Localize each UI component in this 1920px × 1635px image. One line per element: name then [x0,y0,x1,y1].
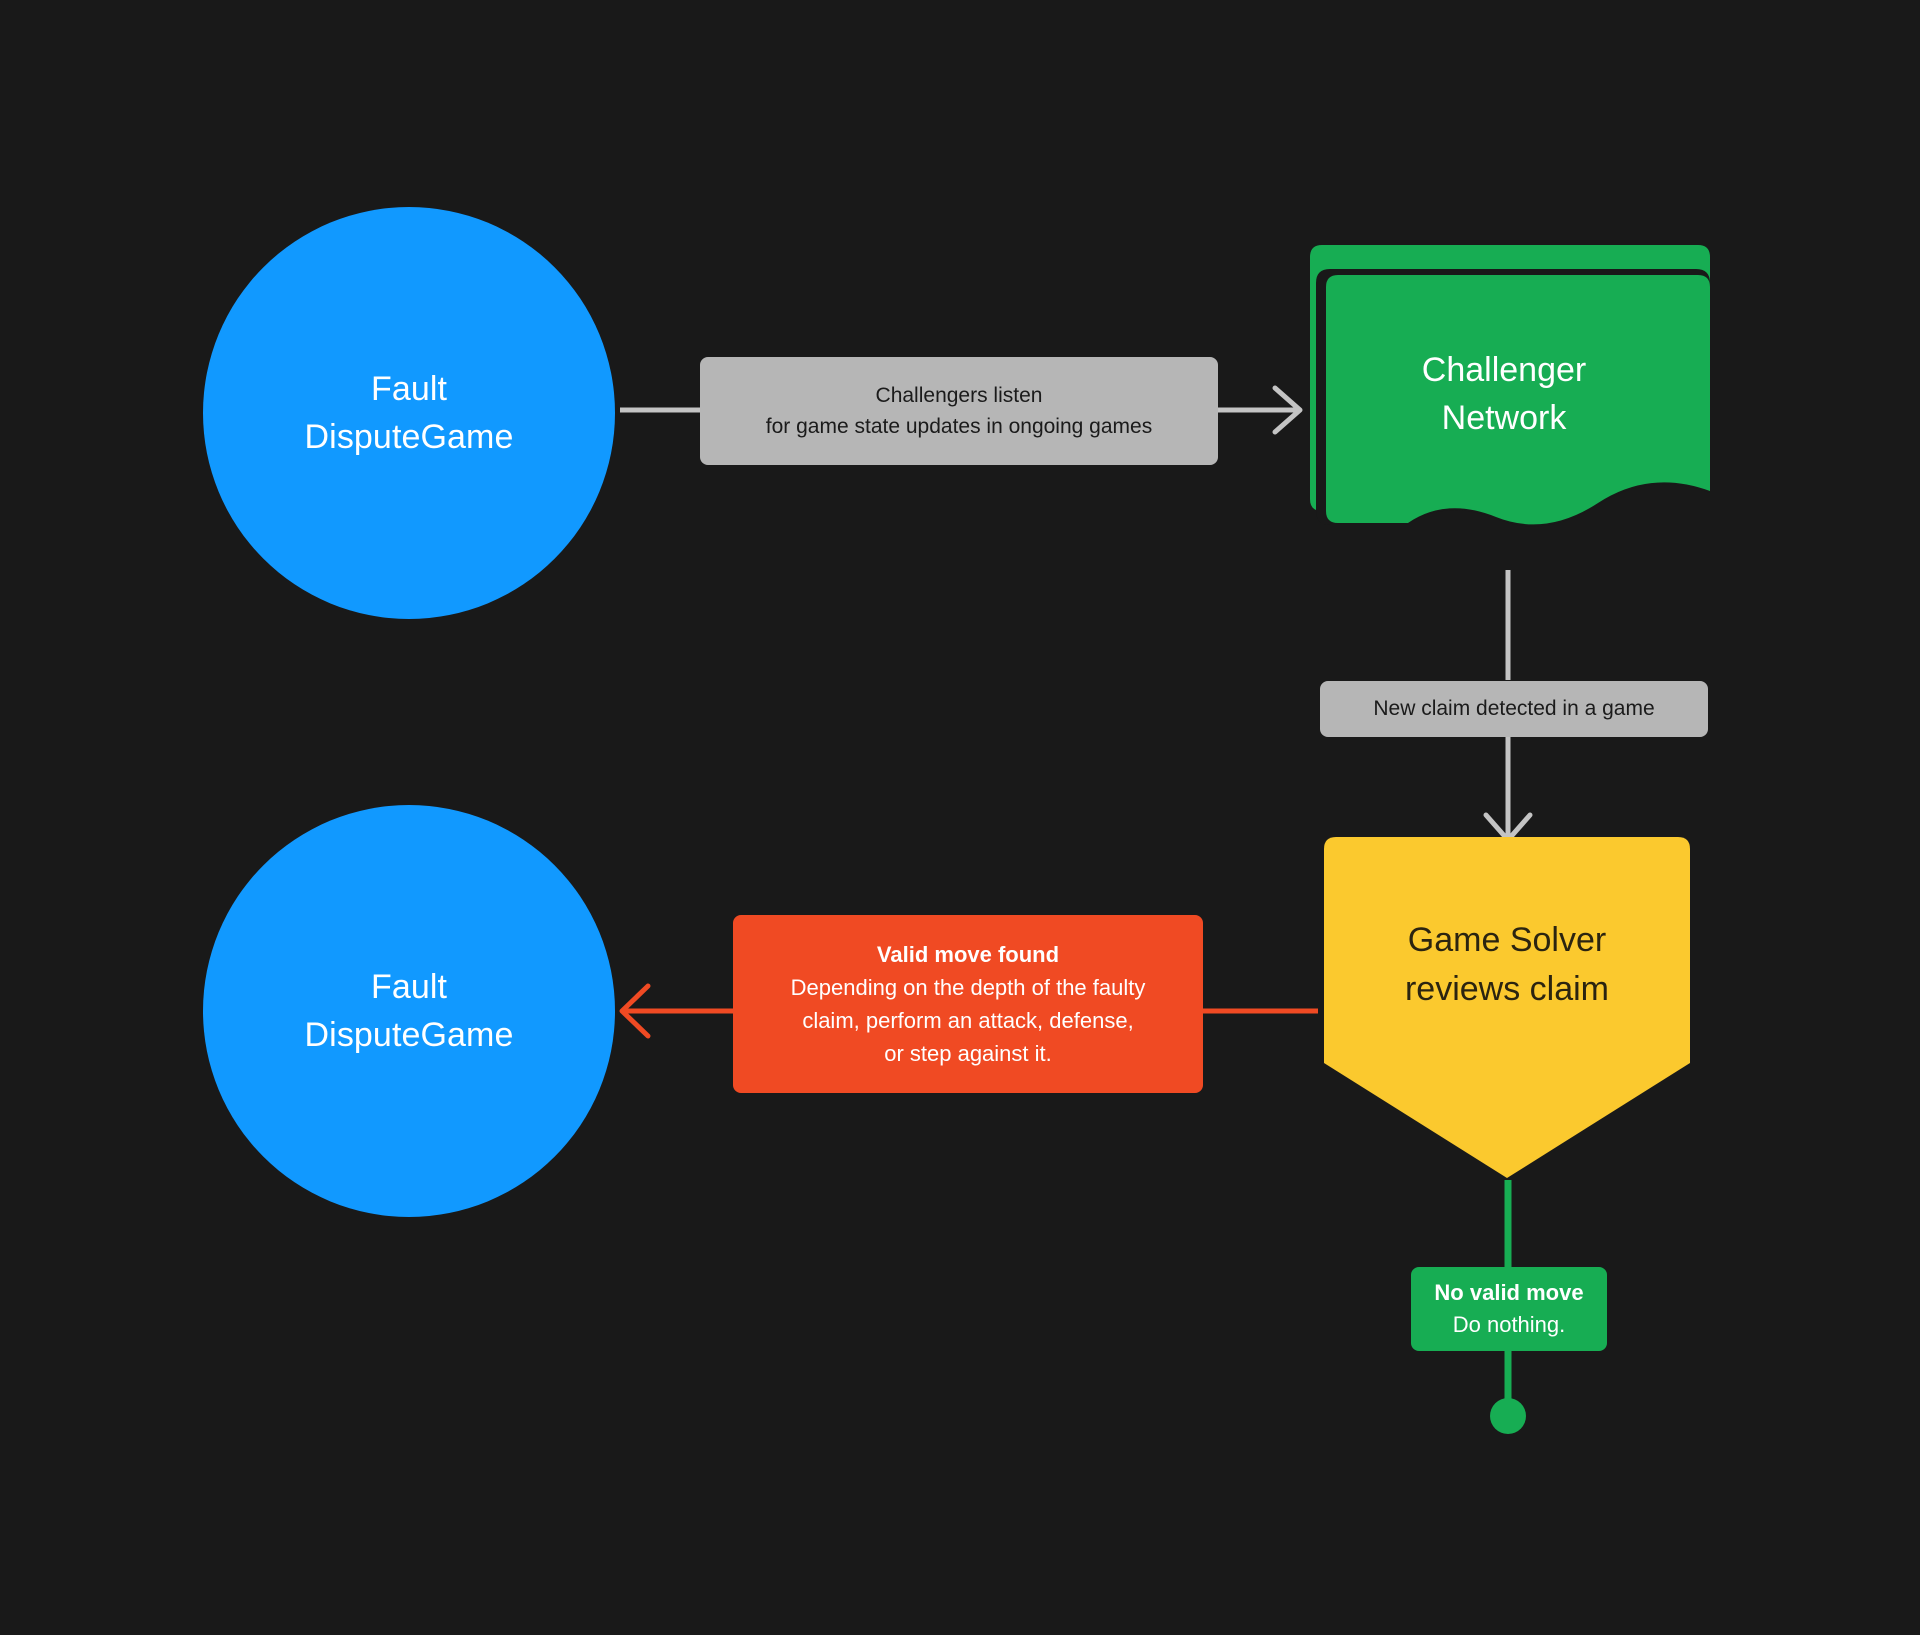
node-label: Fault DisputeGame [304,369,514,456]
node-challenger-network[interactable]: Challenger Network [1298,243,1710,573]
edge-label-body: Do nothing. [1452,1312,1566,1337]
edge-label-line-2: for game state updates in ongoing games [765,415,1153,438]
edge-label-heading: Valid move found [876,942,1060,967]
node-fault-dispute-game-top[interactable]: Fault DisputeGame [203,207,615,619]
edge-label-no-valid-move: No valid move Do nothing. [1411,1267,1607,1351]
edge-label-valid-move-found: Valid move found Depending on the depth … [733,915,1203,1093]
node-end-terminal-dot [1490,1398,1526,1434]
edge-label-new-claim-detected: New claim detected in a game [1320,681,1708,737]
edge-label-line-1: Challengers listen [875,383,1043,407]
node-label: Game Solver reviews claim [1404,921,1610,1008]
node-label: Fault DisputeGame [304,967,514,1054]
node-label: Challenger Network [1421,350,1587,437]
pentagon-down-shape-icon [1324,837,1690,1178]
node-fault-dispute-game-bottom[interactable]: Fault DisputeGame [203,805,615,1217]
multi-document-shape-icon [1310,245,1710,527]
node-game-solver[interactable]: Game Solver reviews claim [1312,835,1702,1180]
edge-label-heading: No valid move [1434,1280,1584,1306]
edge-label-body: Depending on the depth of the faulty cla… [790,975,1146,1066]
arrowhead-left-icon [619,983,651,1039]
arrowhead-right-icon [1272,385,1303,435]
edge-label-line-1: New claim detected in a game [1373,697,1655,721]
edge-label-challengers-listen: Challengers listen for game state update… [700,357,1218,465]
